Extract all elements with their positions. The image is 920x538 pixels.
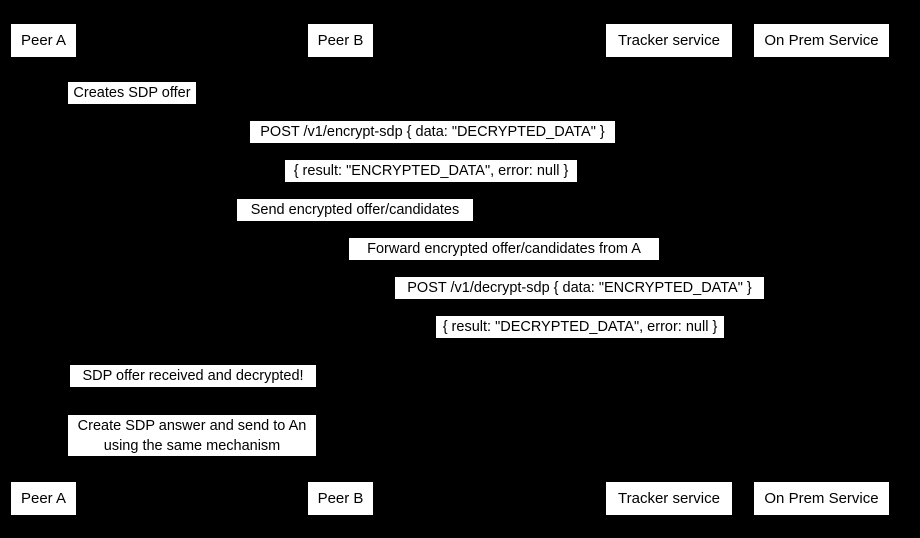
- message-label-post-decrypt-sdp[interactable]: POST /v1/decrypt-sdp { data: "ENCRYPTED_…: [395, 277, 764, 299]
- lifeline-on-prem-service: [821, 58, 822, 480]
- participant-label: Peer B: [317, 32, 364, 49]
- participant-label: Tracker service: [618, 32, 720, 49]
- participant-peer-a-top[interactable]: Peer A: [10, 23, 77, 58]
- message-label-encrypt-sdp-result[interactable]: { result: "ENCRYPTED_DATA", error: null …: [285, 160, 577, 182]
- message-label-creates-sdp-offer[interactable]: Creates SDP offer: [68, 82, 196, 104]
- message-arrow-encrypt-sdp-result: [43, 186, 821, 187]
- participant-on-prem-service-top[interactable]: On Prem Service: [753, 23, 890, 58]
- message-label-create-sdp-answer[interactable]: Create SDP answer and send to An using t…: [68, 415, 316, 456]
- message-label-send-encrypted-offer[interactable]: Send encrypted offer/candidates: [237, 199, 473, 221]
- message-arrow-post-encrypt-sdp: [43, 147, 821, 148]
- participant-peer-a-bottom[interactable]: Peer A: [10, 481, 77, 516]
- message-arrow-post-decrypt-sdp: [340, 303, 821, 304]
- message-arrow-send-encrypted-offer: [43, 225, 669, 226]
- lifeline-peer-a: [43, 58, 44, 480]
- participant-tracker-service-bottom[interactable]: Tracker service: [605, 481, 733, 516]
- message-label-post-encrypt-sdp[interactable]: POST /v1/encrypt-sdp { data: "DECRYPTED_…: [250, 121, 615, 143]
- participant-label: Peer B: [317, 490, 364, 507]
- participant-peer-b-bottom[interactable]: Peer B: [307, 481, 374, 516]
- message-arrow-forward-encrypted-offer: [340, 264, 669, 265]
- participant-on-prem-service-bottom[interactable]: On Prem Service: [753, 481, 890, 516]
- participant-tracker-service-top[interactable]: Tracker service: [605, 23, 733, 58]
- message-arrow-decrypt-sdp-result: [340, 342, 821, 343]
- participant-label: Tracker service: [618, 490, 720, 507]
- lifeline-peer-b: [340, 58, 341, 480]
- participant-label: Peer A: [20, 32, 67, 49]
- message-label-sdp-offer-received[interactable]: SDP offer received and decrypted!: [70, 365, 316, 387]
- lifeline-tracker-service: [669, 58, 670, 480]
- participant-label: On Prem Service: [764, 32, 879, 49]
- participant-label: Peer A: [20, 490, 67, 507]
- message-label-forward-encrypted-offer[interactable]: Forward encrypted offer/candidates from …: [349, 238, 659, 260]
- participant-label: On Prem Service: [764, 490, 879, 507]
- message-label-decrypt-sdp-result[interactable]: { result: "DECRYPTED_DATA", error: null …: [436, 316, 724, 338]
- participant-peer-b-top[interactable]: Peer B: [307, 23, 374, 58]
